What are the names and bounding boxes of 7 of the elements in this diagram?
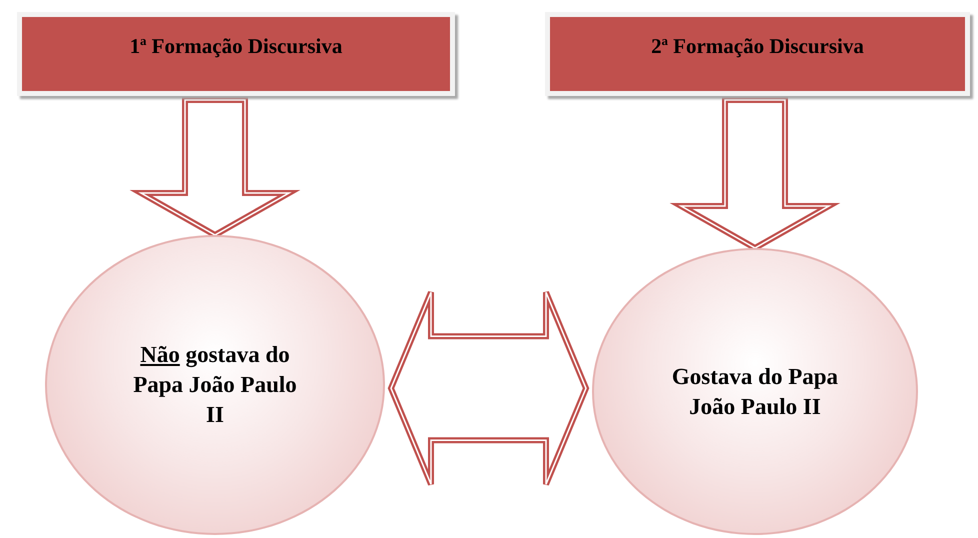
- circle-text: Gostava do Papa João Paulo II: [670, 362, 840, 420]
- banner-title: 1ª Formação Discursiva: [130, 33, 342, 60]
- block-arrow: [388, 289, 590, 488]
- title-banner: [17, 12, 455, 96]
- circle-text: Não gostava do Papa João Paulo II: [132, 341, 298, 429]
- title-banner: [545, 12, 970, 96]
- banner-title: 2ª Formação Discursiva: [651, 33, 864, 60]
